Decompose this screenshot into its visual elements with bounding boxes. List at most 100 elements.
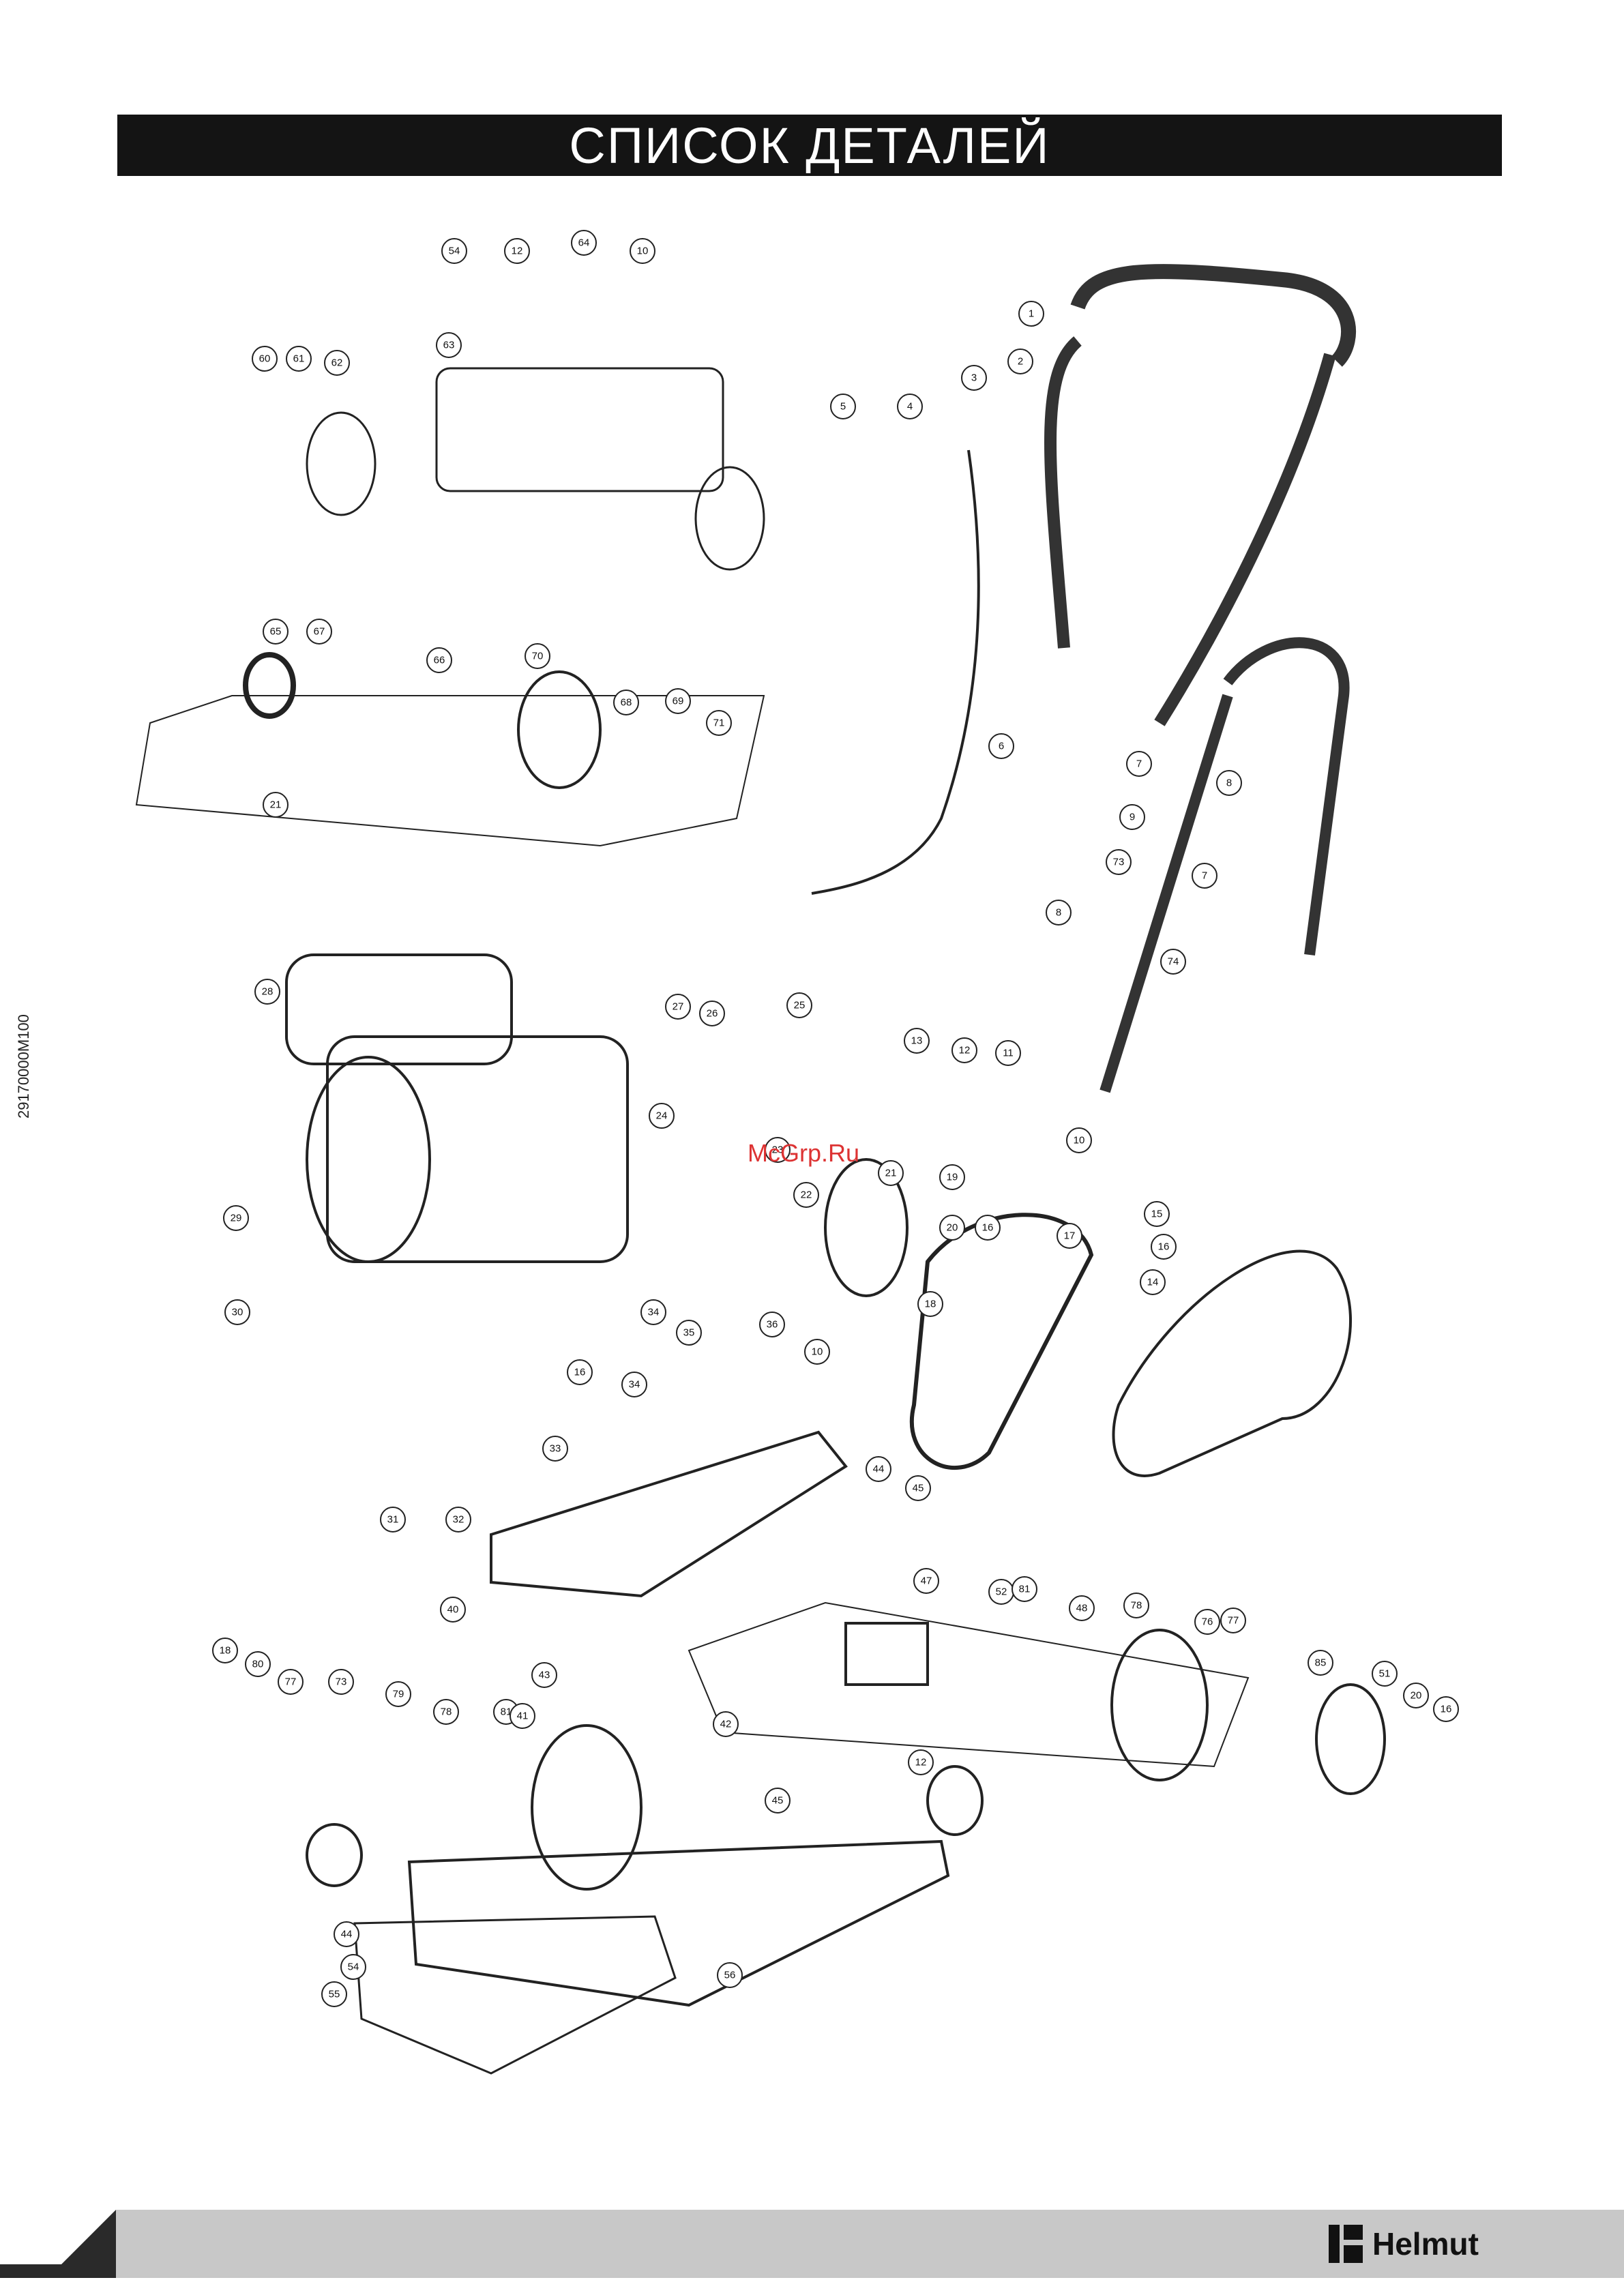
callout-label: 48 (1076, 1603, 1088, 1614)
callout-label: 10 (637, 246, 649, 257)
callout-label: 9 (1130, 812, 1135, 823)
callout-label: 68 (621, 697, 632, 709)
callout-marker: 22 (793, 1182, 819, 1208)
callout-marker: 24 (649, 1103, 675, 1129)
callout-marker: 35 (676, 1320, 702, 1346)
callout-marker: 8 (1046, 900, 1072, 926)
callout-label: 25 (794, 1000, 806, 1011)
callout-marker: 54 (340, 1954, 366, 1980)
callout-marker: 52 (988, 1579, 1014, 1605)
callout-label: 5 (840, 401, 846, 413)
callout-marker: 44 (334, 1921, 359, 1947)
callout-marker: 33 (542, 1436, 568, 1462)
callout-marker: 23 (765, 1137, 791, 1163)
callout-label: 80 (252, 1659, 264, 1670)
callout-label: 13 (911, 1035, 923, 1047)
callout-label: 44 (873, 1464, 885, 1475)
wheel-right (694, 466, 765, 571)
callout-label: 1 (1029, 308, 1034, 320)
callout-marker: 64 (571, 230, 597, 256)
callout-marker: 66 (426, 647, 452, 673)
exciter-flange (1110, 1629, 1209, 1781)
callout-label: 12 (959, 1045, 971, 1056)
callout-label: 45 (772, 1795, 784, 1807)
callout-label: 11 (1003, 1048, 1014, 1059)
callout-label: 18 (220, 1645, 231, 1657)
callout-label: 71 (713, 717, 725, 729)
callout-marker: 67 (306, 619, 332, 645)
callout-label: 33 (550, 1443, 561, 1455)
callout-label: 54 (348, 1961, 359, 1973)
callout-marker: 8 (1216, 770, 1242, 796)
callout-label: 73 (1113, 857, 1125, 868)
footer-corner-strip (0, 2264, 116, 2278)
callout-marker: 3 (961, 365, 987, 391)
callout-label: 28 (262, 986, 274, 998)
callout-label: 65 (270, 626, 282, 638)
engine-mount-plate (490, 1430, 848, 1598)
callout-label: 16 (1158, 1241, 1170, 1253)
callout-label: 26 (707, 1008, 718, 1020)
callout-label: 23 (772, 1144, 784, 1156)
clutch-drum (517, 670, 602, 789)
callout-label: 74 (1168, 956, 1179, 968)
callout-marker: 16 (975, 1215, 1001, 1241)
callout-label: 61 (293, 353, 305, 365)
callout-label: 17 (1064, 1230, 1076, 1242)
callout-marker: 40 (440, 1597, 466, 1623)
callout-marker: 21 (263, 792, 289, 818)
page-title-bar: СПИСОК ДЕТАЛЕЙ (117, 115, 1502, 176)
callout-label: 4 (907, 401, 913, 413)
callout-marker: 79 (385, 1681, 411, 1707)
callout-marker: 73 (1106, 849, 1132, 875)
brand-logo: Helmut (1329, 2225, 1479, 2263)
callout-label: 51 (1379, 1668, 1391, 1680)
callout-marker: 14 (1140, 1269, 1166, 1295)
callout-marker: 7 (1126, 751, 1152, 777)
callout-label: 77 (285, 1676, 297, 1688)
callout-marker: 25 (786, 992, 812, 1018)
callout-marker: 12 (908, 1749, 934, 1775)
handle-lower-frame (1099, 637, 1350, 1093)
callout-marker: 54 (441, 238, 467, 264)
callout-marker: 16 (1151, 1234, 1177, 1260)
callout-marker: 77 (1220, 1608, 1246, 1633)
callout-label: 24 (656, 1110, 668, 1122)
callout-label: 66 (434, 655, 445, 666)
callout-label: 21 (885, 1168, 897, 1179)
brand-logo-icon (1329, 2225, 1363, 2263)
callout-label: 60 (259, 353, 271, 365)
callout-marker: 10 (630, 238, 655, 264)
base-plate (407, 1839, 950, 2007)
callout-marker: 30 (224, 1299, 250, 1325)
callout-label: 12 (915, 1757, 927, 1768)
callout-label: 29 (231, 1213, 242, 1224)
callout-label: 14 (1147, 1277, 1159, 1288)
callout-marker: 41 (510, 1703, 535, 1729)
callout-label: 44 (341, 1929, 353, 1940)
callout-marker: 80 (245, 1651, 271, 1677)
callout-marker: 16 (567, 1359, 593, 1385)
callout-marker: 21 (878, 1160, 904, 1186)
callout-label: 64 (578, 237, 590, 249)
callout-label: 15 (1151, 1209, 1163, 1220)
callout-label: 16 (1441, 1704, 1452, 1715)
callout-marker: 15 (1144, 1201, 1170, 1227)
callout-marker: 43 (531, 1662, 557, 1688)
callout-label: 10 (812, 1346, 823, 1358)
callout-label: 8 (1226, 778, 1232, 789)
callout-label: 78 (1131, 1600, 1142, 1612)
callout-label: 6 (999, 741, 1004, 752)
callout-marker: 60 (252, 346, 278, 372)
callout-label: 56 (724, 1970, 736, 1981)
page-title: СПИСОК ДЕТАЛЕЙ (569, 117, 1050, 174)
callout-marker: 71 (706, 710, 732, 736)
callout-label: 22 (801, 1189, 812, 1201)
callout-label: 20 (1411, 1690, 1422, 1702)
callout-label: 34 (648, 1307, 660, 1318)
base-skid (353, 1915, 677, 2075)
callout-label: 85 (1315, 1657, 1327, 1669)
callout-marker: 61 (286, 346, 312, 372)
callout-marker: 62 (324, 350, 350, 376)
callout-marker: 16 (1433, 1696, 1459, 1722)
